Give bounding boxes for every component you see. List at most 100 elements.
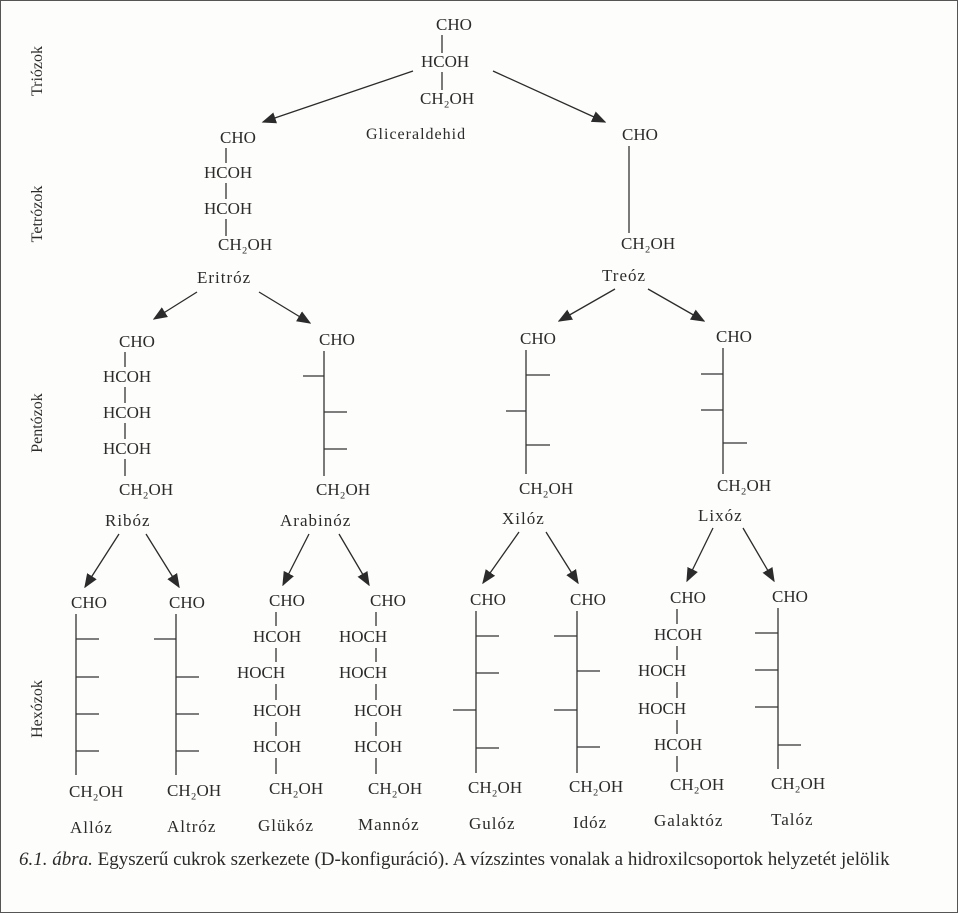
- erythrose-structure: CHO HCOH HCOH CH₂OH: [204, 128, 272, 254]
- group-cho: CHO: [670, 588, 706, 607]
- group-cho: CHO: [71, 593, 107, 612]
- group-cho: CHO: [220, 128, 256, 147]
- ribose-structure: CHO HCOH HCOH HCOH CH₂OH: [103, 332, 173, 499]
- group-hcoh: HCOH: [421, 52, 469, 71]
- group-cho: CHO: [470, 590, 506, 609]
- group-ch2oh: CH₂OH: [167, 781, 221, 800]
- name-galactose: Galaktóz: [654, 811, 723, 830]
- arabinose-structure: CHO CH₂OH: [303, 330, 370, 499]
- name-mannose: Mannóz: [358, 815, 420, 834]
- group-hcoh: HCOH: [204, 199, 252, 218]
- group-ch2oh: CH₂OH: [69, 782, 123, 801]
- arrow-xylose-idose: [545, 531, 579, 585]
- group-hoch: HOCH: [638, 699, 686, 718]
- row-label-pentoses: Pentózok: [29, 393, 46, 453]
- group-ch2oh: CH₂OH: [468, 778, 522, 797]
- group-hcoh: HCOH: [654, 625, 702, 644]
- group-cho: CHO: [716, 327, 752, 346]
- group-cho: CHO: [436, 15, 472, 34]
- name-arabinose: Arabinóz: [280, 511, 351, 530]
- lyxose-structure: CHO CH₂OH: [701, 327, 771, 495]
- group-hcoh: HCOH: [354, 701, 402, 720]
- row-label-tetroses: Tetrózok: [29, 186, 46, 243]
- altrose-structure: CHO CH₂OH: [154, 593, 221, 800]
- name-allose: Allóz: [70, 818, 113, 837]
- name-gulose: Gulóz: [469, 814, 516, 833]
- mannose-structure: CHO HOCH HOCH HCOH HCOH CH₂OH: [339, 591, 422, 798]
- group-ch2oh: CH₂OH: [771, 774, 825, 793]
- name-talose: Talóz: [771, 810, 814, 829]
- name-ribose: Ribóz: [105, 511, 151, 530]
- xylose-structure: CHO CH₂OH: [506, 329, 573, 498]
- group-ch2oh: CH₂OH: [316, 480, 370, 499]
- name-idose: Idóz: [573, 813, 607, 832]
- group-cho: CHO: [622, 125, 658, 144]
- group-cho: CHO: [319, 330, 355, 349]
- group-ch2oh: CH₂OH: [368, 779, 422, 798]
- arrow-threose-xylose: [557, 288, 616, 322]
- group-cho: CHO: [119, 332, 155, 351]
- arrow-glyceraldehyde-erythrose: [261, 70, 414, 124]
- talose-structure: CHO CH₂OH: [755, 587, 825, 793]
- row-label-hexoses: Hexózok: [29, 680, 46, 738]
- row-label-triozes: Triózok: [29, 46, 46, 96]
- group-ch2oh: CH₂OH: [119, 480, 173, 499]
- name-erythrose: Eritróz: [197, 268, 251, 287]
- name-glyceraldehyde: Gliceraldehid: [366, 126, 466, 143]
- group-hcoh: HCOH: [103, 367, 151, 386]
- group-ch2oh: CH₂OH: [621, 234, 675, 253]
- group-hoch: HOCH: [339, 627, 387, 646]
- group-hcoh: HCOH: [204, 163, 252, 182]
- derivation-arrows: [84, 70, 775, 589]
- arrow-erythrose-ribose: [152, 291, 198, 320]
- threose-structure: CHO CH₂OH: [621, 125, 675, 253]
- group-ch2oh: CH₂OH: [218, 235, 272, 254]
- group-hcoh: HCOH: [103, 439, 151, 458]
- arrow-arabinose-mannose: [338, 533, 370, 587]
- arrow-lyxose-talose: [742, 527, 775, 583]
- caption-text: Egyszerű cukrok szerkezete (D-konfigurác…: [97, 849, 890, 870]
- glucose-structure: CHO HCOH HOCH HCOH HCOH CH₂OH: [237, 591, 323, 798]
- group-hcoh: HCOH: [253, 701, 301, 720]
- group-ch2oh: CH₂OH: [670, 775, 724, 794]
- group-ch2oh: CH₂OH: [569, 777, 623, 796]
- arrow-ribose-altrose: [145, 533, 180, 589]
- figure-caption: 6.1. ábra. Egyszerű cukrok szerkezete (D…: [19, 847, 949, 872]
- name-threose: Treóz: [602, 266, 646, 285]
- arrow-xylose-gulose: [482, 531, 520, 585]
- group-hcoh: HCOH: [354, 737, 402, 756]
- allose-structure: CHO CH₂OH: [69, 593, 123, 801]
- name-altrose: Altróz: [167, 817, 216, 836]
- arrow-threose-lyxose: [647, 288, 706, 322]
- group-ch2oh: CH₂OH: [519, 479, 573, 498]
- group-cho: CHO: [570, 590, 606, 609]
- glyceraldehyde-structure: CHO HCOH CH₂OH: [420, 15, 474, 108]
- group-hoch: HOCH: [237, 663, 285, 682]
- group-hoch: HOCH: [339, 663, 387, 682]
- group-cho: CHO: [269, 591, 305, 610]
- arrow-ribose-allose: [84, 533, 120, 589]
- group-ch2oh: CH₂OH: [269, 779, 323, 798]
- name-glucose: Glükóz: [258, 816, 314, 835]
- arrow-arabinose-glucose: [282, 533, 310, 587]
- group-ch2oh: CH₂OH: [717, 476, 771, 495]
- name-xylose: Xilóz: [502, 509, 545, 528]
- group-cho: CHO: [520, 329, 556, 348]
- caption-label: 6.1. ábra.: [19, 849, 93, 870]
- group-cho: CHO: [370, 591, 406, 610]
- sugar-tree-diagram: Triózok Tetrózok Pentózok Hexózok CHO HC…: [29, 15, 825, 837]
- group-cho: CHO: [169, 593, 205, 612]
- gulose-structure: CHO CH₂OH: [453, 590, 522, 797]
- group-hcoh: HCOH: [253, 737, 301, 756]
- arrow-erythrose-arabinose: [258, 291, 312, 324]
- group-hoch: HOCH: [638, 661, 686, 680]
- group-hcoh: HCOH: [103, 403, 151, 422]
- arrow-glyceraldehyde-threose: [492, 70, 607, 123]
- group-hcoh: HCOH: [253, 627, 301, 646]
- galactose-structure: CHO HCOH HOCH HOCH HCOH CH₂OH: [638, 588, 724, 794]
- group-cho: CHO: [772, 587, 808, 606]
- name-lyxose: Lixóz: [698, 506, 743, 525]
- arrow-lyxose-galactose: [686, 527, 714, 583]
- idose-structure: CHO CH₂OH: [554, 590, 623, 796]
- group-hcoh: HCOH: [654, 735, 702, 754]
